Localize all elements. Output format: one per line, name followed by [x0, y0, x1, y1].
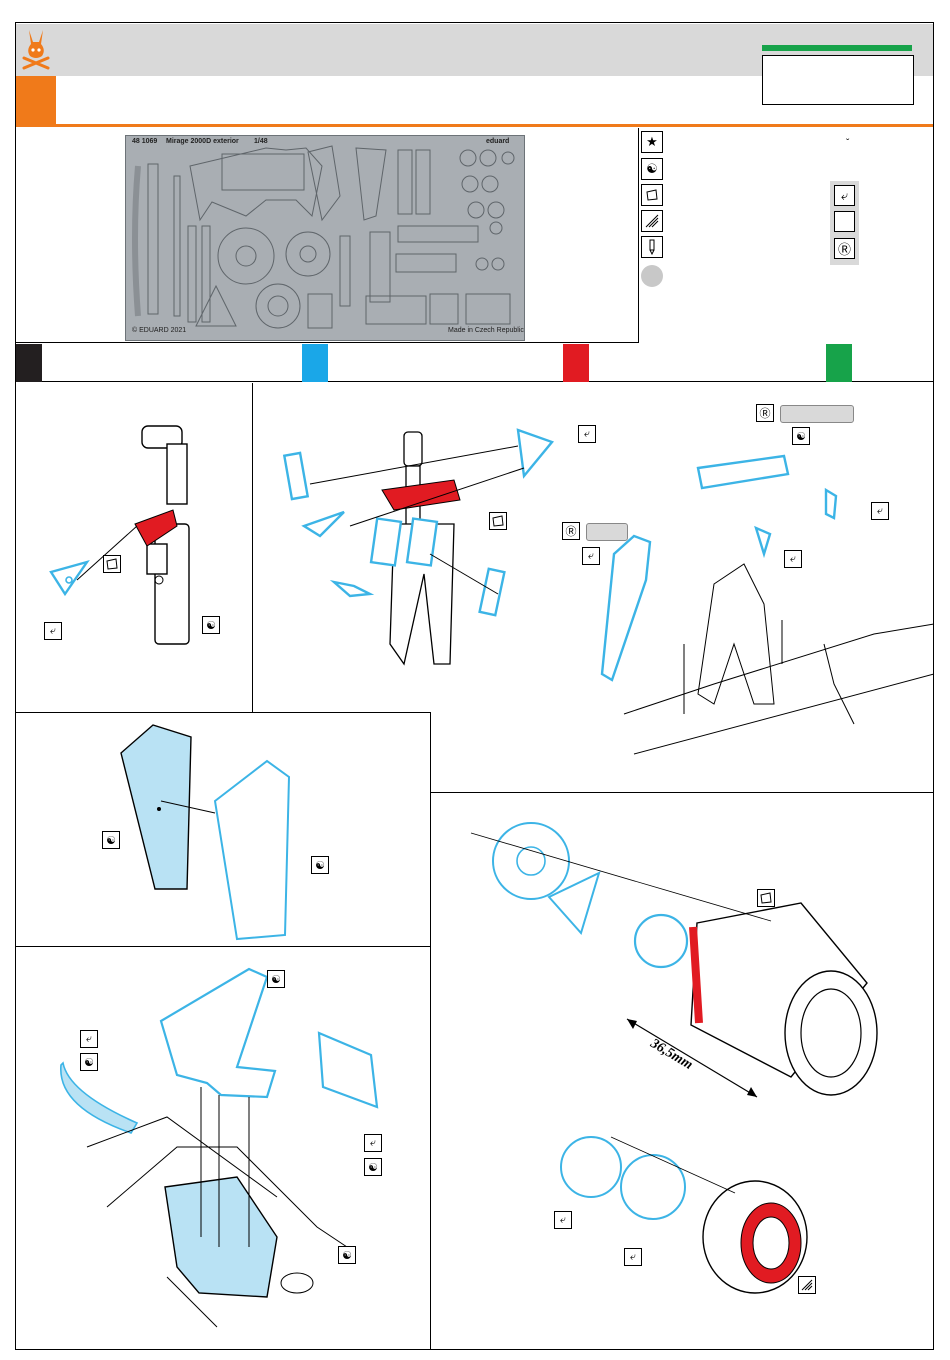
bend-icon: [103, 555, 121, 573]
color-swatch-green: [826, 344, 852, 382]
yin-yang-icon: ☯: [202, 616, 220, 634]
fold-icon: ⤶: [80, 1030, 98, 1048]
yin-yang-icon: ☯: [364, 1158, 382, 1176]
bend-icon: [489, 512, 507, 530]
color-swatch-blue: [302, 344, 328, 382]
drill-icon: [641, 236, 663, 258]
fold-icon: ⤶: [44, 622, 62, 640]
divider: [252, 383, 253, 712]
step-nose-gear-drawing: [17, 384, 252, 712]
bend-icon: [757, 889, 775, 907]
fold-icon: ⤶: [578, 425, 596, 443]
yin-yang-icon: ☯: [792, 427, 810, 445]
yin-yang-icon: ☯: [267, 970, 285, 988]
green-rule: [762, 45, 912, 51]
fold-icon: ⤶: [784, 550, 802, 568]
pe-fret-image: 48 1069 Mirage 2000D exterior 1/48 eduar…: [125, 135, 525, 341]
grey-dot-icon: [641, 265, 663, 287]
flat-icon: [798, 1276, 816, 1294]
yin-yang-icon: ☯: [338, 1246, 356, 1264]
yin-yang-icon: ☯: [311, 856, 329, 874]
orange-rule: [16, 124, 933, 127]
fold-icon: ⤶: [554, 1211, 572, 1229]
yin-yang-icon: ☯: [641, 158, 663, 180]
replace-label-box: [586, 523, 628, 541]
fold-icon: ⤶: [871, 502, 889, 520]
bend-icon: [641, 184, 663, 206]
color-swatch-black: [16, 344, 42, 382]
fold-icon: ⤶: [624, 1248, 642, 1266]
flat-icon: [641, 210, 663, 232]
title-box: [762, 55, 914, 105]
replace-icon: Ⓡ: [562, 522, 580, 540]
fold-icon: ⤶: [582, 547, 600, 565]
fold-icon: ⤶: [834, 185, 855, 206]
fret-parts-drawing: [126, 136, 524, 340]
yin-yang-icon: ☯: [102, 831, 120, 849]
bunny-logo-icon: [20, 28, 52, 72]
orange-block: [16, 76, 56, 126]
yin-yang-icon: ☯: [80, 1053, 98, 1071]
replace-icon: Ⓡ: [834, 238, 855, 259]
step-gear-door-drawing: [17, 713, 429, 945]
legend-small-mark: ˇ: [846, 138, 849, 149]
color-strip: [16, 344, 933, 382]
color-swatch-red: [563, 344, 589, 382]
fold-icon: ⤶: [364, 1134, 382, 1152]
star-icon: ★: [641, 131, 663, 153]
remove-icon: [834, 211, 855, 232]
replace-icon: Ⓡ: [756, 404, 774, 422]
replace-label-box: [780, 405, 854, 423]
